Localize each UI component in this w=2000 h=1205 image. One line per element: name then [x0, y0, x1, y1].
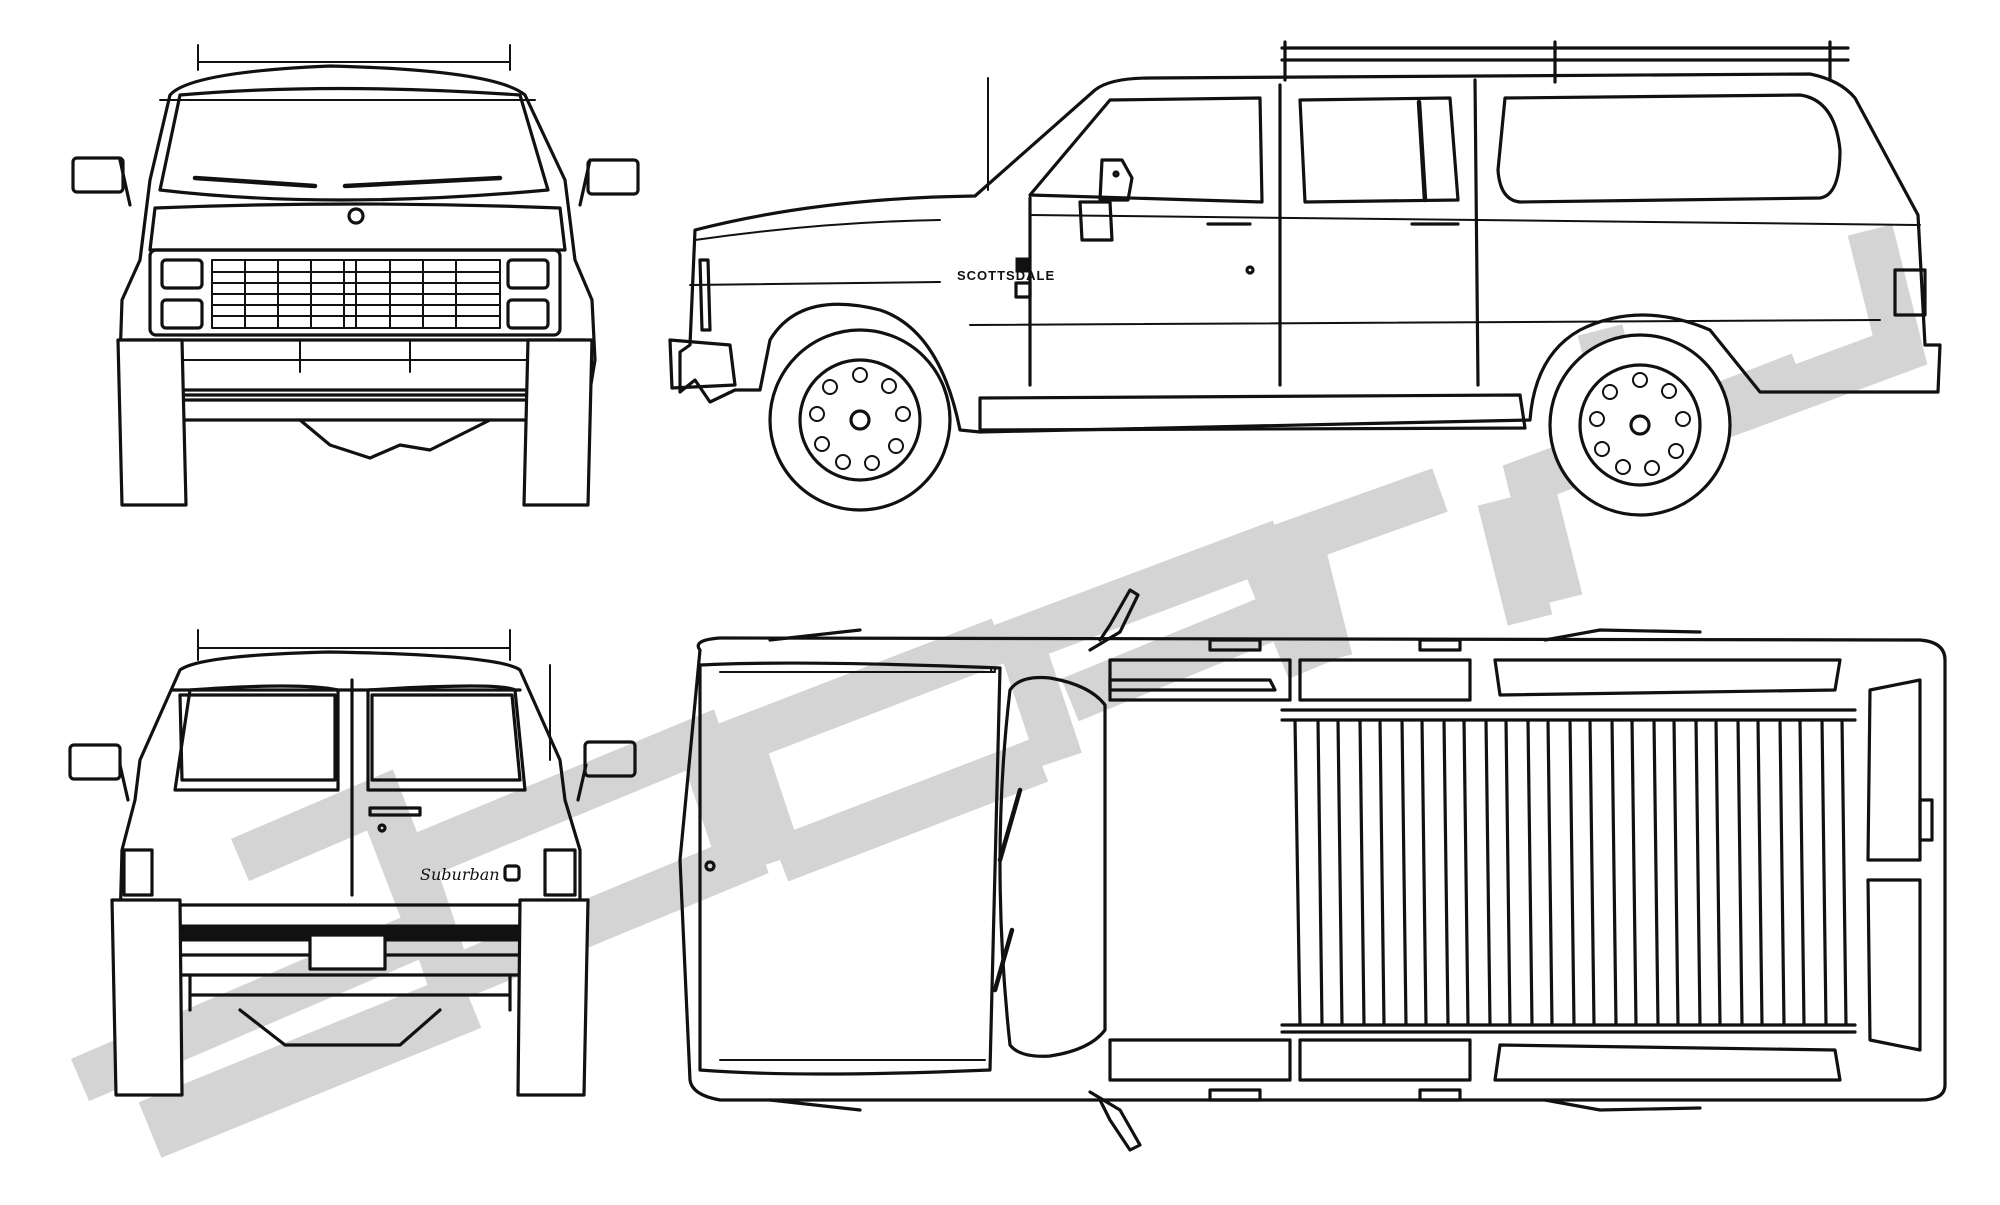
front-grille-bars: [211, 259, 501, 329]
front-bumper: [126, 338, 587, 392]
rear-door-handle: [368, 806, 422, 817]
front-tire-right: [522, 338, 594, 507]
rear-tail-light-left: [122, 848, 154, 897]
side-rear-window: [1496, 93, 1842, 204]
top-body-outline: [678, 636, 1947, 1102]
roof-rack-top: [1280, 708, 1857, 1034]
front-body-outline: [118, 64, 597, 422]
front-grille-frame: [148, 248, 562, 337]
top-view: [678, 588, 1947, 1152]
rear-license-plate: [308, 933, 387, 971]
headlight-lower-right: [506, 298, 550, 330]
front-emblem-icon: [347, 207, 365, 225]
rear-view: Suburban: [68, 629, 637, 1097]
top-rear-window-upper: [1866, 678, 1922, 862]
front-wipers: [192, 175, 503, 189]
top-hood: [698, 661, 1002, 1076]
front-tire-left: [116, 338, 188, 507]
side-view: SCOTTSDALE: [668, 40, 1942, 517]
rear-window-right: [366, 684, 527, 792]
roof-rack-side: [1280, 40, 1850, 84]
headlight-upper-left: [160, 258, 204, 290]
side-running-board: [978, 393, 1527, 432]
side-badge-icon-2: [1014, 281, 1032, 299]
side-mirror-mount: [1112, 170, 1120, 178]
top-wipers: [992, 787, 1023, 993]
headlight-lower-left: [160, 298, 204, 330]
front-mirror-right: [586, 158, 640, 196]
rear-mirror-right: [583, 740, 637, 778]
side-mirror: [1098, 158, 1134, 202]
rear-emblem-icon: [503, 864, 521, 882]
top-rear-window-lower: [1866, 878, 1922, 1052]
side-badge-icon: [1015, 257, 1031, 273]
front-mirror-left: [71, 156, 125, 194]
front-view: [71, 44, 640, 507]
front-hood: [148, 202, 567, 252]
rear-tire-left: [110, 898, 184, 1097]
top-windshield: [998, 675, 1107, 1058]
side-front-window: [1028, 96, 1264, 204]
side-middle-window: [1298, 96, 1460, 204]
side-front-bumper: [668, 338, 737, 390]
side-front-wheel: [768, 328, 952, 512]
front-windshield: [158, 86, 550, 202]
headlight-upper-right: [506, 258, 550, 290]
rear-mirror-left: [68, 743, 122, 781]
rear-badge-text: Suburban: [420, 865, 500, 884]
rear-tire-right: [516, 898, 590, 1097]
top-front-window-right: [1108, 1038, 1292, 1082]
top-front-window-left: [1108, 658, 1292, 702]
front-axle: [298, 418, 492, 460]
side-body-outline: [678, 72, 1942, 434]
side-rear-wheel: [1548, 333, 1732, 517]
side-tail-light: [1893, 268, 1927, 317]
rear-tail-light-right: [543, 848, 577, 897]
rear-window-left: [173, 684, 340, 792]
side-badge-text: SCOTTSDALE: [957, 268, 1055, 283]
